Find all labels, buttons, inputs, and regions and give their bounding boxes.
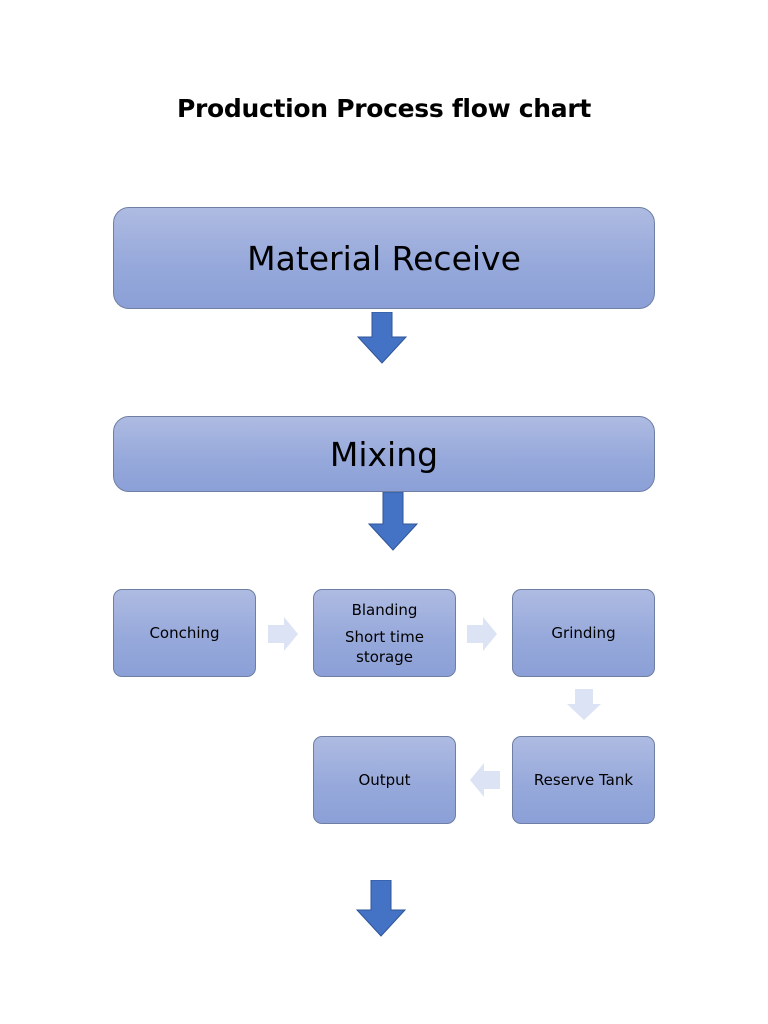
output-box: Output	[313, 736, 456, 824]
conching-label: Conching	[149, 624, 220, 642]
arrow-right-blanding-to-grinding	[467, 617, 497, 651]
arrow-down-mixing-to-process	[367, 492, 419, 551]
reserve-tank-label: Reserve Tank	[533, 771, 634, 789]
grinding-label: Grinding	[551, 624, 616, 642]
blanding-box: Blanding Short time storage	[313, 589, 456, 677]
arrow-right-conching-to-blanding	[268, 617, 298, 651]
arrow-down-final	[355, 880, 407, 937]
chart-title: Production Process flow chart	[176, 94, 592, 123]
material-receive-box: Material Receive	[113, 207, 655, 309]
grinding-box: Grinding	[512, 589, 655, 677]
arrow-down-grinding-to-reserve	[567, 689, 601, 720]
short-time-storage-label: Short time storage	[345, 627, 424, 666]
arrow-left-reserve-to-output	[470, 763, 500, 797]
reserve-tank-box: Reserve Tank	[512, 736, 655, 824]
arrow-down-material-to-mixing	[356, 312, 408, 364]
mixing-box: Mixing	[113, 416, 655, 492]
conching-box: Conching	[113, 589, 256, 677]
output-label: Output	[358, 771, 411, 789]
material-receive-label: Material Receive	[247, 238, 521, 278]
mixing-label: Mixing	[329, 434, 439, 474]
blanding-label: Blanding	[351, 600, 418, 619]
